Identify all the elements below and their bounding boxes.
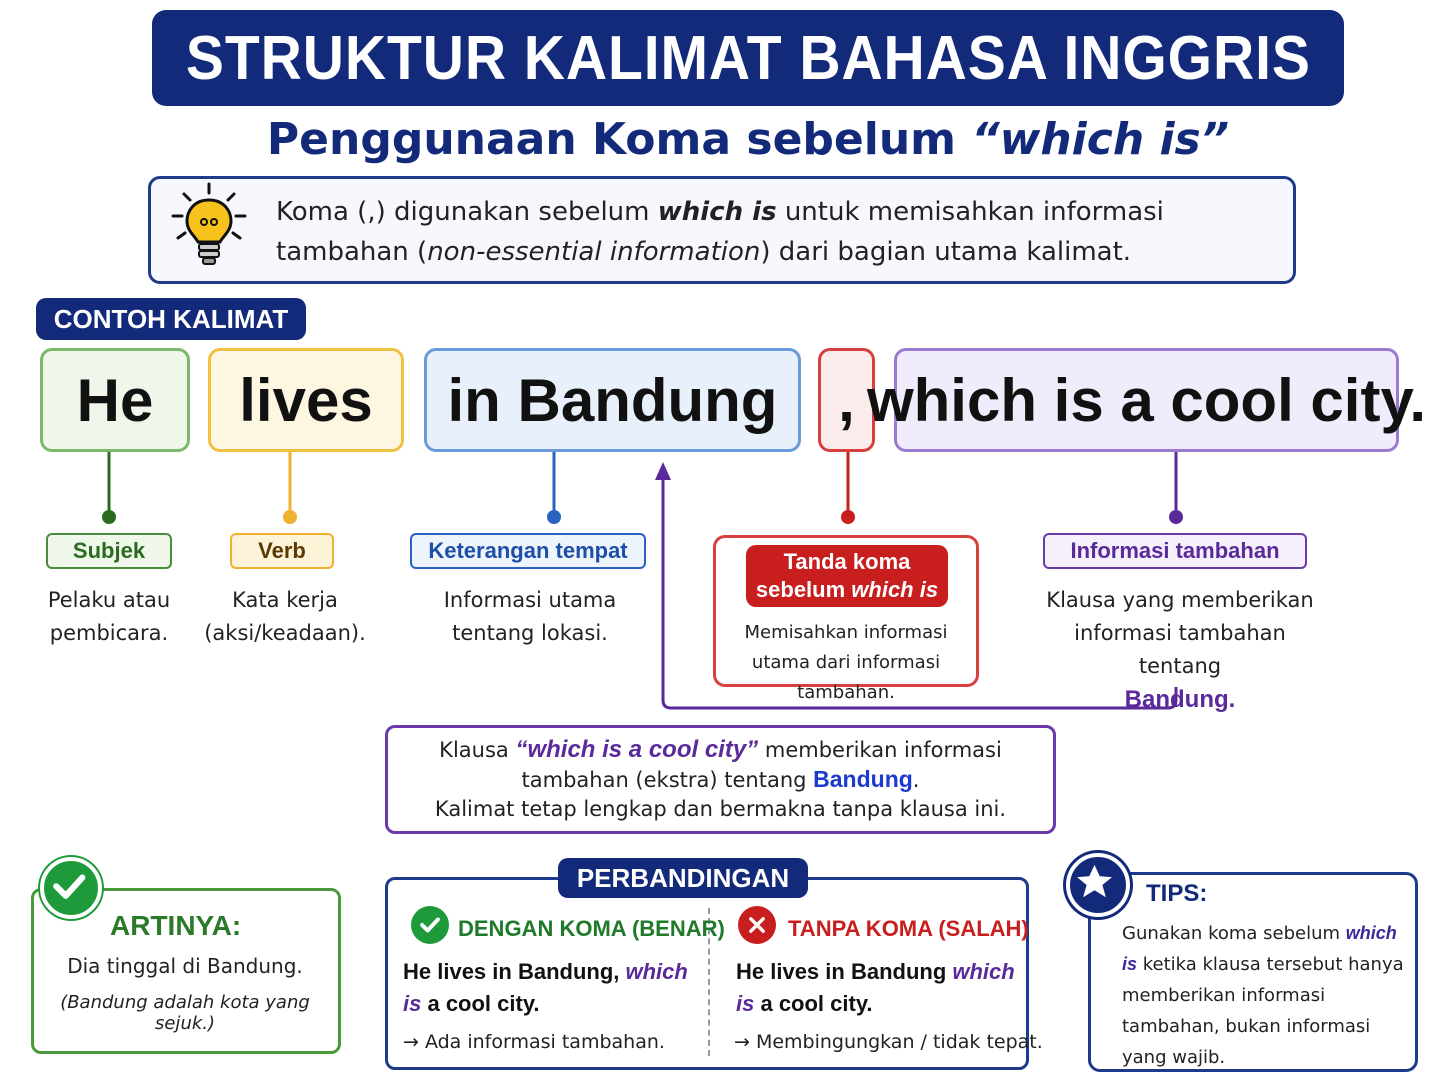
explanation-quote: “which is a cool city” (515, 736, 759, 763)
explanation-box (385, 725, 1056, 834)
comparison-box (385, 877, 1029, 1070)
word-he: He (40, 348, 190, 452)
comma-tag-prefix: sebelum (755, 577, 852, 602)
tag-keterangan-tempat: Keterangan tempat (410, 533, 646, 569)
informasi-dot (1169, 510, 1183, 524)
explanation-bandung: Bandung (813, 766, 913, 792)
intro-text-1: Koma (,) digunakan sebelum (276, 197, 658, 227)
word-in-bandung: in Bandung (424, 348, 801, 452)
explanation-c: . (912, 768, 920, 792)
page-title: STRUKTUR KALIMAT BAHASA INGGRIS (185, 23, 1311, 93)
correct-sentence-which-is: which is (403, 959, 688, 1016)
incorrect-sentence: He lives in Bandung which is a cool city… (736, 956, 1026, 1020)
artinya-note: (Bandung adalah kota yang sejuk.) (60, 992, 310, 1034)
incorrect-sentence-a: He lives in Bandung (736, 959, 953, 984)
explanation-text: Klausa “which is a cool city” memberikan… (390, 735, 1051, 824)
incorrect-heading: TANPA KOMA (SALAH) (788, 916, 1029, 941)
verb-dot (283, 510, 297, 524)
explanation-b: memberikan informasi tambahan (ekstra) t… (521, 738, 1002, 792)
tag-informasi-tambahan: Informasi tambahan (1043, 533, 1307, 569)
artinya-title: ARTINYA: (110, 910, 242, 941)
comma-tag-line2: sebelum which is (746, 576, 948, 604)
tag-verb: Verb (230, 533, 334, 569)
desc-verb: Kata kerja (aksi/keadaan). (204, 588, 366, 645)
comma-dot (841, 510, 855, 524)
comma-tag-which-is: which is (851, 577, 939, 602)
tips-text: Gunakan koma sebelum which is ketika kla… (1122, 918, 1412, 1073)
lightbulb-icon (171, 182, 247, 265)
word-which-clause: which is a cool city. (867, 348, 1426, 452)
intro-text-3: untuk memisahkan informasi tambahan ( (276, 197, 1164, 267)
desc-informasi-highlight: Bandung. (1124, 686, 1236, 713)
correct-sentence-a: He lives in Bandung, (403, 959, 626, 984)
intro-non-essential: non-essential information (427, 237, 761, 267)
correct-note: → Ada informasi tambahan. (403, 1031, 665, 1053)
correct-sentence: He lives in Bandung, which is a cool cit… (403, 956, 703, 1020)
title-banner: STRUKTUR KALIMAT BAHASA INGGRIS (152, 10, 1344, 106)
subtitle-quoted: “which is” (971, 114, 1230, 165)
explanation-a: Klausa (439, 738, 516, 762)
tips-title: TIPS: (1146, 880, 1208, 907)
incorrect-sentence-which-is: which is (736, 959, 1015, 1016)
example-label: CONTOH KALIMAT (36, 298, 306, 340)
intro-text: Koma (,) digunakan sebelum which is untu… (276, 192, 1276, 272)
arrow-up-icon (655, 462, 671, 480)
correct-sentence-b: a cool city. (421, 991, 540, 1016)
desc-informasi-tambahan: Klausa yang memberikan informasi tambaha… (1030, 584, 1330, 717)
subtitle-prefix: Penggunaan Koma sebelum (266, 114, 972, 165)
word-comma: , (818, 348, 875, 452)
desc-informasi-text: Klausa yang memberikan informasi tambaha… (1046, 588, 1314, 678)
intro-which-is: which is (657, 197, 777, 227)
incorrect-sentence-b: a cool city. (754, 991, 873, 1016)
check-icon (40, 857, 102, 919)
tips-which-is: which is (1122, 923, 1397, 974)
tag-subjek: Subjek (46, 533, 172, 569)
comma-tag: Tanda koma sebelum which is (746, 545, 948, 607)
desc-comma: Memisahkan informasi utama dari informas… (744, 622, 948, 703)
intro-text-5: ) dari bagian utama kalimat. (760, 237, 1132, 267)
comparison-label: PERBANDINGAN (558, 858, 808, 898)
desc-keterangan-tempat: Informasi utama tentang lokasi. (443, 588, 617, 645)
tips-text-b: ketika klausa tersebut hanya memberikan … (1122, 954, 1404, 1068)
cross-icon (738, 906, 776, 944)
star-icon (1066, 853, 1130, 917)
desc-subjek: Pelaku atau pembicara. (47, 588, 171, 645)
subjek-dot (102, 510, 116, 524)
explanation-line3: Kalimat tetap lengkap dan bermakna tanpa… (434, 797, 1007, 821)
correct-heading: DENGAN KOMA (BENAR) (458, 916, 725, 941)
incorrect-note: → Membingungkan / tidak tepat. (734, 1031, 1043, 1053)
subtitle: Penggunaan Koma sebelum “which is” (152, 114, 1344, 165)
check-icon (411, 906, 449, 944)
word-lives: lives (208, 348, 404, 452)
artinya-text: Dia tinggal di Bandung. (67, 954, 303, 978)
tips-text-a: Gunakan koma sebelum (1122, 923, 1346, 944)
comma-tag-line1: Tanda koma (783, 549, 911, 574)
intro-box (148, 176, 1296, 284)
tips-box (1088, 872, 1418, 1072)
keterangan-dot (547, 510, 561, 524)
comparison-divider (708, 908, 710, 1056)
